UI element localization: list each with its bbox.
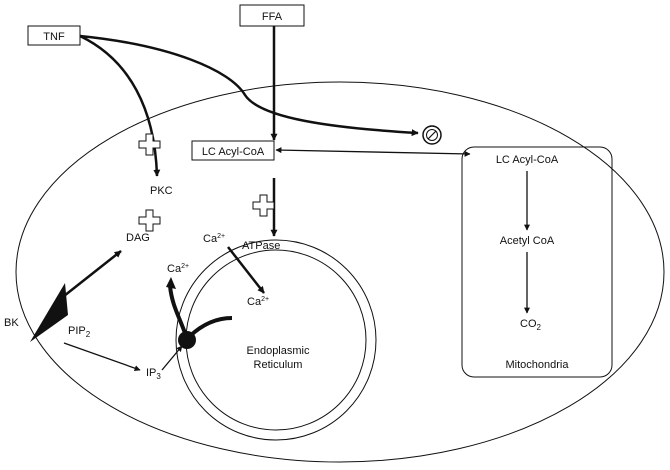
er-outer-membrane — [175, 239, 377, 441]
pip2-label: PIP2 — [68, 325, 91, 339]
arrow-tnf-to-inhibition — [79, 34, 419, 137]
ffa-label: FFA — [262, 11, 283, 23]
er-label-line1: Endoplasmic — [247, 345, 310, 357]
pkc-label: PKC — [150, 185, 173, 197]
tnf-box — [27, 25, 81, 46]
arrow-pip2-to-ip3 — [63, 342, 141, 372]
channel-icon — [166, 277, 233, 349]
arrow-ca-uptake — [227, 246, 265, 294]
cell-membrane — [15, 81, 665, 463]
ca-label-cytosol: Ca2+ — [167, 263, 189, 275]
receptor-triangle-icon — [30, 283, 68, 342]
arrow-ip3-to-channel — [161, 345, 183, 371]
ca-label-er: Ca2+ — [247, 296, 269, 308]
arrow-lc-acyl-coa-exchange — [275, 147, 471, 157]
ip3-label: IP3 — [146, 367, 161, 381]
acetyl-coa-label: Acetyl CoA — [500, 235, 555, 247]
arrow-pip2-to-dag — [63, 250, 122, 297]
lc-acyl-coa-mito-label: LC Acyl-CoA — [496, 154, 559, 166]
lc-acyl-coa-cytosol-label: LC Acyl-CoA — [202, 146, 265, 158]
ca-label-atpase: Ca2+ — [203, 233, 225, 245]
mitochondria-box — [461, 146, 613, 378]
inhibition-icon — [422, 125, 442, 145]
arrow-tnf-to-pkc — [79, 34, 161, 177]
bk-label: BK — [4, 317, 19, 329]
atpase-label: ATPase — [242, 240, 280, 252]
er-inner-membrane — [185, 249, 367, 431]
er-label-line2: Reticulum — [254, 359, 303, 371]
dag-label: DAG — [126, 232, 150, 244]
co2-label: CO2 — [520, 318, 542, 332]
ffa-box — [239, 4, 305, 27]
plus-icon — [138, 209, 161, 232]
plus-icon — [252, 194, 275, 217]
plus-icon — [138, 133, 161, 156]
tnf-label: TNF — [43, 31, 65, 43]
lc-acyl-coa-box — [191, 140, 275, 161]
mitochondria-label: Mitochondria — [506, 359, 570, 371]
